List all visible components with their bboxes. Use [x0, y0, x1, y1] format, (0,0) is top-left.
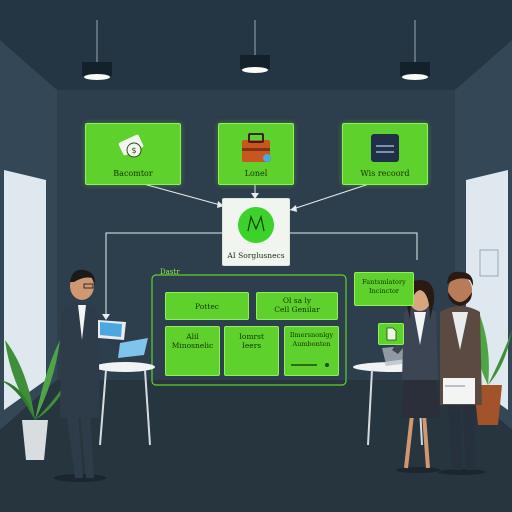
- hub-container: [151, 274, 347, 386]
- bubble-text: Fantsmlatory: [362, 278, 406, 286]
- panel-aumbonten: Ilmersnonlgy Aumbonten: [284, 326, 339, 376]
- panel-pottec: Pottec: [165, 292, 249, 320]
- card-label: Bacomtor: [113, 169, 153, 178]
- connector-arrows: [105, 182, 418, 318]
- progress-dots: [291, 363, 329, 367]
- panel-text: Cell Genilar: [274, 305, 320, 314]
- panel-minosnelic: Alil Minosnelic: [165, 326, 220, 376]
- panel-text: Pottec: [195, 302, 219, 311]
- document-card: [378, 323, 404, 345]
- ai-logo-icon: [238, 207, 274, 243]
- panel-text: Ieers: [241, 341, 262, 350]
- ceiling-light-left: [82, 20, 112, 80]
- svg-text:$: $: [131, 146, 136, 155]
- panel-text: Alil: [186, 332, 199, 341]
- panel-text: Aumbonten: [292, 340, 331, 348]
- briefcase-icon: [242, 133, 271, 162]
- panel-text: Minosnelic: [171, 341, 214, 350]
- left-plant: [0, 340, 72, 460]
- center-ai-card: AI Sorglusnecs: [222, 198, 290, 266]
- document-icon: [386, 327, 397, 341]
- ceiling-light-center: [240, 20, 270, 73]
- card-wis-recoord: Wis recoord: [342, 123, 428, 185]
- money-icon: $: [118, 134, 144, 158]
- person-right-man: [438, 271, 486, 475]
- hub-label: Dastr: [160, 268, 180, 276]
- panel-text: Iomrst: [238, 332, 265, 341]
- server-icon: [371, 134, 399, 162]
- speech-bubble: Fantsmlatory Incinctor: [354, 272, 414, 306]
- card-label: Wis recoord: [360, 169, 410, 178]
- card-lonel: Lonel: [218, 123, 294, 185]
- card-bacomtor: $ Bacomtor: [85, 123, 181, 185]
- person-left-man: [54, 269, 148, 482]
- panel-ieers: Iomrst Ieers: [224, 326, 279, 376]
- ceiling-light-right: [400, 20, 430, 80]
- panel-text: Ol sa ly: [282, 296, 312, 305]
- bubble-text: Incinctor: [369, 287, 399, 295]
- panel-text: Ilmersnonlgy: [289, 331, 334, 339]
- card-label: Lonel: [244, 169, 268, 178]
- center-ai-label: AI Sorglusnecs: [227, 251, 285, 260]
- left-standing-desk: [95, 362, 155, 446]
- left-window: [4, 170, 46, 410]
- panel-cell-genilar: Ol sa ly Cell Genilar: [256, 292, 338, 320]
